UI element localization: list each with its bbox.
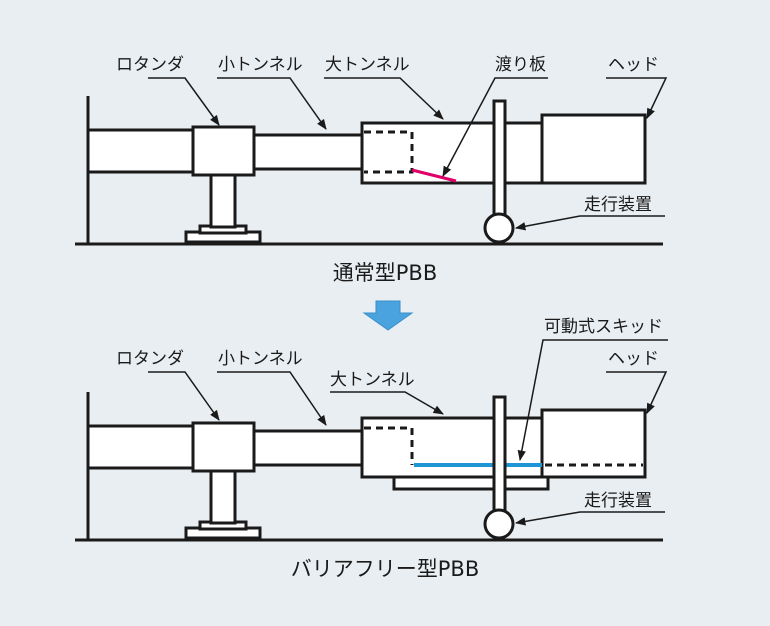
- drive-column-2: [492, 395, 507, 514]
- drive-wheel: [483, 212, 515, 244]
- label-head: ヘッド: [608, 55, 659, 75]
- small-tunnel-hidden-end-2: [364, 426, 414, 465]
- small-tunnel: [252, 133, 364, 171]
- fixed-corridor-2: [86, 424, 195, 470]
- label-drive-unit: 走行装置: [584, 195, 652, 215]
- label-bridge-plate: 渡り板: [495, 55, 546, 75]
- barrier-free-pbb-diagram: ロタンダ 小トンネル 大トンネル 可動式スキッド ヘッド 走行装置 バリアフリー…: [75, 317, 668, 581]
- leader-small-tunnel: [217, 77, 327, 130]
- leader-rotunda-2: [148, 371, 220, 421]
- small-tunnel-hidden-end: [364, 130, 414, 174]
- fixed-corridor: [86, 128, 195, 174]
- label-rotunda: ロタンダ: [116, 55, 184, 75]
- drive-wheel-2: [483, 508, 515, 540]
- normal-pbb-diagram: ロタンダ 小トンネル 大トンネル 渡り板 ヘッド 走行装置 通常型PBB: [75, 55, 668, 285]
- head: [540, 113, 647, 185]
- caption-barrier-free-pbb: バリアフリー型PBB: [291, 557, 479, 581]
- leader-bridge-plate: [442, 77, 548, 177]
- label-large-tunnel-2: 大トンネル: [330, 370, 415, 390]
- bridge-plate: [411, 168, 457, 183]
- leader-head: [606, 77, 668, 119]
- label-small-tunnel-2: 小トンネル: [218, 349, 303, 369]
- leader-drive-unit: [514, 215, 665, 231]
- leader-small-tunnel-2: [217, 371, 327, 426]
- label-small-tunnel: 小トンネル: [218, 55, 303, 75]
- rotunda: [191, 125, 256, 177]
- leader-drive-unit-2: [514, 511, 665, 526]
- label-movable-skid: 可動式スキッド: [544, 317, 663, 337]
- label-rotunda-2: ロタンダ: [116, 349, 184, 369]
- caption-normal-pbb: 通常型PBB: [333, 261, 437, 285]
- leader-head-2: [606, 371, 668, 414]
- rotunda-column-2: [209, 469, 237, 525]
- skid-base: [392, 475, 550, 491]
- rotunda-column: [209, 173, 237, 229]
- head-2: [540, 408, 647, 479]
- leader-large-tunnel-2: [330, 391, 444, 415]
- leader-movable-skid: [517, 339, 668, 462]
- leader-rotunda: [148, 77, 220, 126]
- label-head-2: ヘッド: [608, 349, 659, 369]
- rotunda-2: [191, 421, 256, 473]
- drive-column: [492, 99, 507, 218]
- small-tunnel-2: [252, 429, 364, 467]
- leader-large-tunnel: [324, 77, 444, 120]
- label-drive-unit-2: 走行装置: [584, 491, 652, 511]
- label-large-tunnel: 大トンネル: [325, 55, 410, 75]
- down-arrow-icon: [362, 300, 414, 331]
